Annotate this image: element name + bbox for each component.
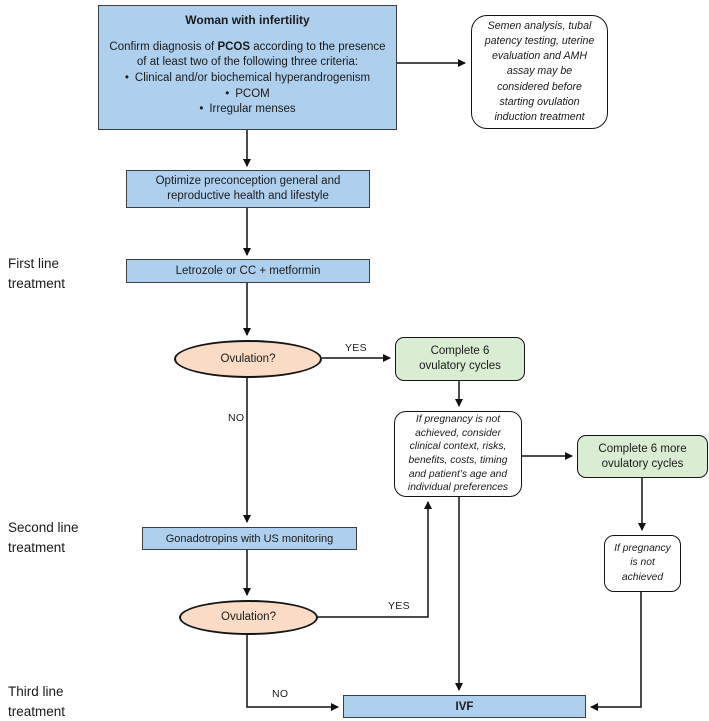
pregnancy-not-achieved-box: If pregnancy is not achieved bbox=[604, 535, 681, 592]
letrozole-box: Letrozole or CC + metformin bbox=[126, 259, 370, 283]
arrow-yes2-to-consider bbox=[318, 501, 432, 618]
ovulation-decision-2: Ovulation? bbox=[179, 600, 318, 635]
criteria-item: • PCOM bbox=[125, 87, 370, 102]
complete-6-more-cycles-box: Complete 6 more ovulatory cycles bbox=[577, 435, 708, 478]
diagnosis-body: Confirm diagnosis of PCOS according to t… bbox=[107, 40, 388, 70]
edge-label-yes-2: YES bbox=[388, 600, 410, 612]
ivf-box: IVF bbox=[343, 695, 586, 718]
stage-label-third-line: Third line treatment bbox=[8, 684, 66, 719]
ovulation-decision-1: Ovulation? bbox=[174, 340, 322, 378]
criteria-text: Irregular menses bbox=[209, 102, 296, 115]
diagnosis-box: Woman with infertility Confirm diagnosis… bbox=[98, 5, 397, 130]
criteria-text: Clinical and/or biochemical hyperandroge… bbox=[134, 72, 371, 85]
edge-label-yes-1: YES bbox=[345, 342, 367, 354]
diagnosis-body-bold: PCOS bbox=[217, 41, 251, 53]
stage-label-second-line: Second line treatment bbox=[8, 520, 79, 555]
bullet-dot: • bbox=[199, 102, 204, 115]
diagnosis-title: Woman with infertility bbox=[185, 13, 310, 27]
arrow-no2-to-ivf bbox=[246, 635, 339, 711]
optimize-health-box: Optimize preconception general and repro… bbox=[126, 170, 370, 208]
diagnosis-body-post: according to the presence of at least tw… bbox=[136, 41, 386, 69]
edge-label-no-2: NO bbox=[272, 688, 289, 700]
bullet-dot: • bbox=[124, 72, 129, 85]
edge-label-no-1: NO bbox=[228, 412, 245, 424]
criteria-item: • Irregular menses bbox=[125, 102, 370, 117]
stage-label-first-line: First line treatment bbox=[8, 256, 66, 291]
complete-6-cycles-box: Complete 6 ovulatory cycles bbox=[395, 337, 525, 381]
arrow-notachieved-to-ivf bbox=[590, 592, 642, 711]
side-note-box: Semen analysis, tubal patency testing, u… bbox=[471, 15, 608, 129]
criteria-item: • Clinical and/or biochemical hyperandrog… bbox=[125, 71, 370, 86]
gonadotropins-box: Gonadotropins with US monitoring bbox=[142, 527, 357, 550]
consider-context-box: If pregnancy is not achieved, consider c… bbox=[394, 411, 522, 497]
diagnosis-body-pre: Confirm diagnosis of bbox=[109, 41, 218, 53]
diagnosis-criteria-list: • Clinical and/or biochemical hyperandrog… bbox=[125, 71, 370, 117]
criteria-text: PCOM bbox=[235, 87, 270, 100]
bullet-dot: • bbox=[225, 87, 230, 100]
